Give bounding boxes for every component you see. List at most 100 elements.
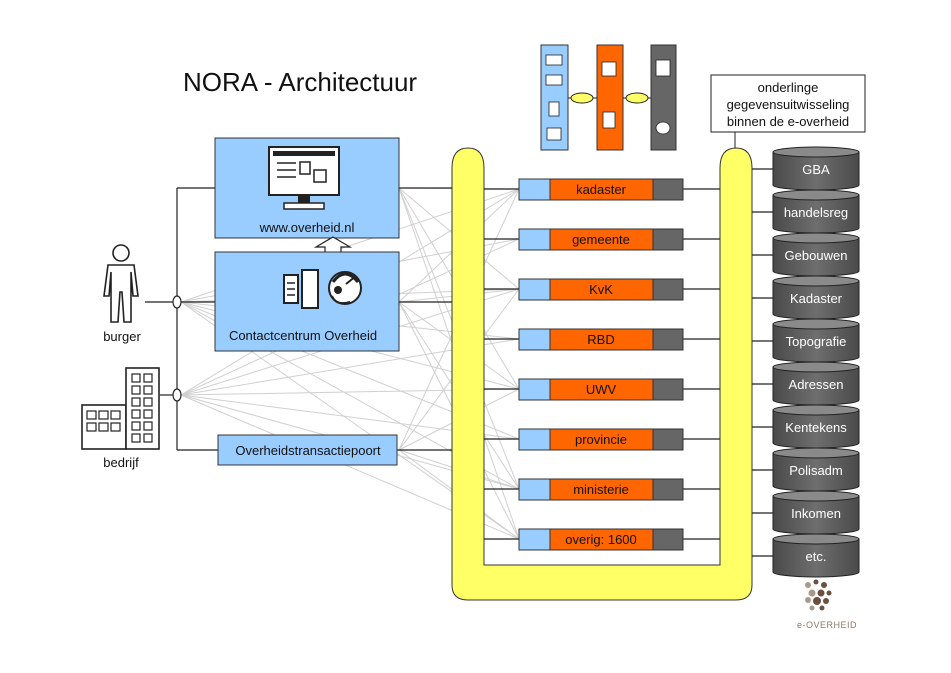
channel-transactiepoort: Overheidstransactiepoort: [217, 434, 398, 466]
window: [131, 409, 141, 419]
callout-line-1: onderlinge: [758, 80, 819, 95]
junction-bedrijf: [172, 388, 182, 402]
window: [131, 397, 141, 407]
registry-database: Inkomen: [752, 490, 860, 535]
org-row: overig: 1600: [484, 528, 720, 551]
process-icons: [540, 44, 677, 151]
logo-dot: [808, 589, 816, 597]
data-exchange-bus: [451, 147, 753, 601]
org-label: ministerie: [573, 482, 629, 497]
logo-dot: [813, 597, 821, 605]
org-front-block: [518, 278, 551, 301]
callout: onderlinge gegevensuitwisseling binnen d…: [710, 74, 866, 148]
window: [131, 373, 141, 383]
org-label: RBD: [587, 332, 614, 347]
registry-database: Kadaster: [752, 275, 860, 320]
org-front-block: [518, 228, 551, 251]
org-back-block: [652, 428, 684, 451]
org-back-block: [652, 278, 684, 301]
registries: GBA handelsregGebouwenKadasterTopografieA…: [752, 146, 860, 578]
gateway-label: Overheidstransactiepoort: [235, 443, 381, 458]
database-top: [772, 361, 860, 373]
org-front-block: [518, 178, 551, 201]
logo-dot: [826, 590, 832, 596]
registry-label: Polisadm: [789, 463, 842, 478]
web-label: www.overheid.nl: [259, 220, 355, 235]
org-label: gemeente: [572, 232, 630, 247]
logo-dot: [813, 579, 819, 585]
org-back-block: [652, 528, 684, 551]
org-front-block: [518, 378, 551, 401]
registry-label: Inkomen: [791, 506, 841, 521]
org-row: ministerie: [484, 478, 720, 501]
org-back-block: [652, 378, 684, 401]
registry-database: GBA: [752, 146, 860, 191]
registry-label: Topografie: [786, 334, 847, 349]
logo-text: e-OVERHEID: [797, 620, 857, 630]
window: [143, 385, 153, 395]
org-row: RBD: [484, 328, 720, 351]
org-label: kadaster: [576, 182, 627, 197]
org-label: provincie: [575, 432, 627, 447]
registry-database: Gebouwen: [752, 232, 860, 277]
org-front-block: [518, 328, 551, 351]
registry-label: handelsreg: [784, 205, 848, 220]
org-back-block: [652, 328, 684, 351]
junction-burger: [172, 295, 182, 309]
logo-dot: [823, 598, 829, 604]
registry-database: Adressen: [752, 361, 860, 406]
e-overheid-logo: [805, 579, 832, 611]
window: [86, 422, 97, 432]
window: [110, 422, 121, 432]
registry-database: etc.: [752, 533, 860, 578]
actor-connectors: [145, 187, 452, 451]
page-title: NORA - Architectuur: [183, 67, 417, 97]
registry-label: Adressen: [789, 377, 844, 392]
registry-label: Kadaster: [790, 291, 843, 306]
logo-dot: [805, 597, 811, 603]
registry-database: Topografie: [752, 318, 860, 363]
callout-line-3: binnen de e-overheid: [727, 114, 849, 129]
database-top: [772, 404, 860, 416]
org-back-block: [652, 478, 684, 501]
org-label: UWV: [586, 382, 617, 397]
registry-label: etc.: [806, 549, 827, 564]
window: [143, 373, 153, 383]
logo-dot: [821, 582, 827, 588]
headset-icon: [328, 271, 362, 305]
window: [131, 385, 141, 395]
database-top: [772, 146, 860, 158]
window: [110, 410, 121, 420]
registry-database: Kentekens: [752, 404, 860, 449]
registry-label: Kentekens: [785, 420, 847, 435]
database-top: [772, 490, 860, 502]
org-row: kadaster: [484, 178, 720, 201]
database-top: [772, 232, 860, 244]
window: [131, 421, 141, 431]
database-top: [772, 447, 860, 459]
org-row: provincie: [484, 428, 720, 451]
database-body: [772, 538, 860, 578]
business-label: bedrijf: [103, 455, 139, 470]
window: [98, 410, 109, 420]
database-top: [772, 533, 860, 545]
monitor-icon: [268, 146, 340, 210]
org-back-block: [652, 228, 684, 251]
window: [143, 409, 153, 419]
org-row: gemeente: [484, 228, 720, 251]
database-top: [772, 275, 860, 287]
org-front-block: [518, 428, 551, 451]
org-back-block: [652, 178, 684, 201]
window: [131, 433, 141, 443]
org-label: overig: 1600: [565, 532, 637, 547]
registry-label: GBA: [802, 162, 830, 177]
citizen-label: burger: [103, 329, 141, 344]
org-row: UWV: [484, 378, 720, 401]
person-icon: [103, 244, 139, 323]
org-front-block: [518, 528, 551, 551]
org-front-block: [518, 478, 551, 501]
logo-dot: [819, 605, 825, 611]
database-top: [772, 189, 860, 201]
org-row: KvK: [484, 278, 720, 301]
